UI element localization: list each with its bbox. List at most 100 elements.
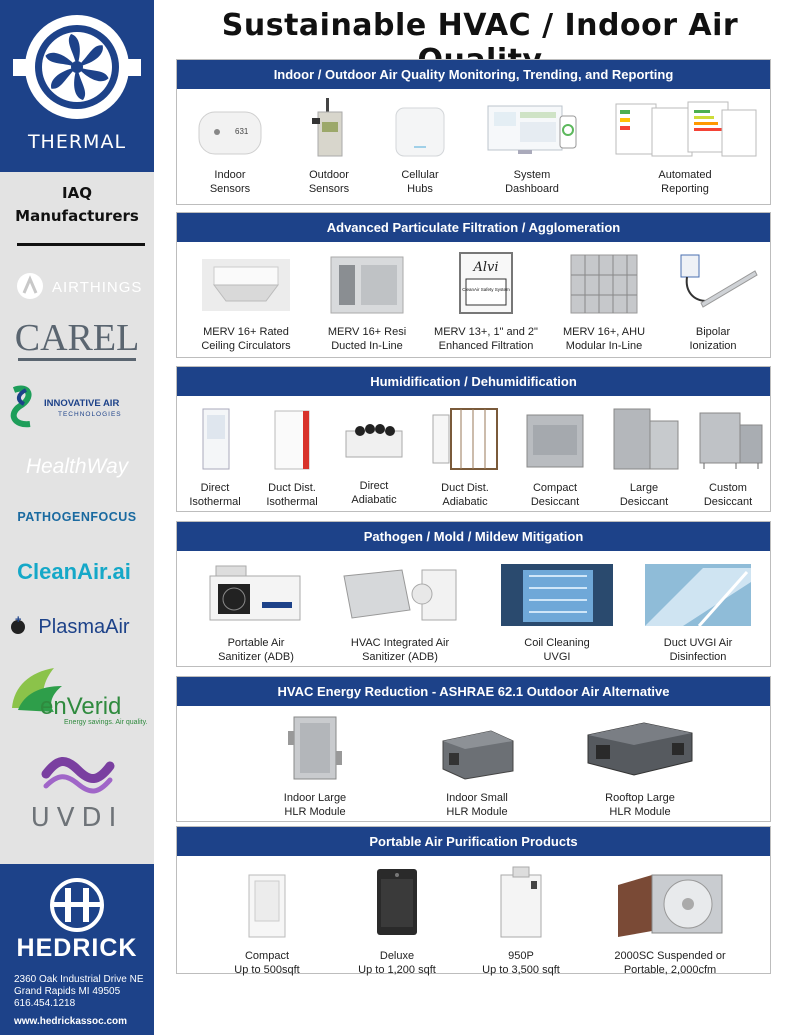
section-energy-reduction: HVAC Energy Reduction - ASHRAE 62.1 Outd… bbox=[176, 676, 771, 822]
indoor-small-hlr-icon bbox=[442, 730, 514, 780]
purifier-2000sc-icon bbox=[618, 874, 723, 937]
section-portable-purification: Portable Air Purification Products Compa… bbox=[176, 826, 771, 977]
indoor-sensor-icon: 631 bbox=[198, 111, 262, 155]
purifier-950p-icon bbox=[500, 866, 542, 938]
carel-logo: CAREL bbox=[0, 316, 154, 366]
section-title: Portable Air Purification Products bbox=[177, 827, 770, 856]
section-humidification: Humidification / Dehumidification Direct… bbox=[176, 366, 771, 512]
hedrick-name: HEDRICK bbox=[16, 934, 138, 962]
enhanced-filter-icon: Alvi CleanAir Safety System bbox=[459, 252, 513, 314]
duct-uvgi-icon bbox=[645, 564, 751, 627]
indoor-large-hlr-icon bbox=[288, 716, 342, 780]
custom-desiccant-icon bbox=[699, 412, 763, 469]
svg-text:INNOVATIVE AIR: INNOVATIVE AIR bbox=[44, 398, 119, 409]
coil-cleaning-uvgi-icon bbox=[501, 564, 613, 626]
compact-desiccant-icon bbox=[526, 414, 584, 468]
website-link[interactable]: www.hedrickassoc.com bbox=[14, 1016, 128, 1027]
deluxe-purifier-icon bbox=[377, 869, 417, 935]
section-title: Humidification / Dehumidification bbox=[177, 367, 770, 396]
section-title: Pathogen / Mold / Mildew Mitigation bbox=[177, 522, 770, 551]
svg-text:CleanAir Safety System: CleanAir Safety System bbox=[462, 287, 510, 292]
rooftop-large-hlr-icon bbox=[587, 722, 693, 776]
svg-text:HealthWay: HealthWay bbox=[26, 455, 130, 478]
section-title: Indoor / Outdoor Air Quality Monitoring,… bbox=[177, 60, 770, 89]
svg-text:CAREL: CAREL bbox=[15, 317, 140, 359]
hvac-sanitizer-icon bbox=[343, 569, 457, 621]
cellular-hub-icon bbox=[395, 107, 445, 157]
uvdi-logo: UVDI bbox=[0, 752, 154, 833]
healthway-logo: HealthWay bbox=[0, 452, 154, 480]
cleanair-ai-logo: CleanAir.ai bbox=[0, 556, 154, 586]
svg-text:CleanAir.ai: CleanAir.ai bbox=[17, 559, 131, 584]
sidebar: THERMAL IAQ Manufacturers AIRTHINGS CARE… bbox=[0, 0, 154, 1035]
hedrick-address: 2360 Oak Industrial Drive NE Grand Rapid… bbox=[14, 974, 144, 1009]
large-desiccant-icon bbox=[613, 408, 679, 470]
svg-text:+: + bbox=[15, 614, 21, 626]
enverid-logo: enVerid Energy savings. Air quality. bbox=[0, 664, 154, 728]
brand-thermal: THERMAL bbox=[27, 131, 127, 153]
product-duct-isothermal: Duct Dist.Isothermal bbox=[255, 405, 329, 509]
heading-divider bbox=[17, 243, 145, 246]
thermal-banner: THERMAL bbox=[0, 0, 154, 172]
hedrick-h-icon bbox=[50, 878, 104, 932]
svg-text:Alvi: Alvi bbox=[472, 260, 498, 275]
section-filtration: Advanced Particulate Filtration / Agglom… bbox=[176, 212, 771, 358]
bipolar-ionizer-icon bbox=[680, 254, 758, 308]
svg-text:PATHOGENFOCUS: PATHOGENFOCUS bbox=[17, 510, 136, 524]
innovative-air-logo: INNOVATIVE AIR TECHNOLOGIES bbox=[0, 384, 154, 430]
outdoor-sensor-icon bbox=[312, 98, 343, 157]
manufacturers-heading: IAQ Manufacturers bbox=[15, 184, 139, 225]
duct-adiabatic-icon bbox=[432, 408, 498, 470]
section-monitoring: Indoor / Outdoor Air Quality Monitoring,… bbox=[176, 59, 771, 205]
svg-text:UVDI: UVDI bbox=[31, 803, 124, 832]
product-duct-adiabatic: Duct Dist.Adiabatic bbox=[425, 405, 505, 509]
plasmaair-logo: + PlasmaAir bbox=[0, 610, 154, 642]
svg-text:631: 631 bbox=[235, 127, 249, 136]
pathogenfocus-logo: PATHOGENFOCUS bbox=[0, 504, 154, 528]
svg-text:enVerid: enVerid bbox=[40, 693, 121, 720]
svg-text:AIRTHINGS: AIRTHINGS bbox=[52, 279, 142, 296]
section-title: HVAC Energy Reduction - ASHRAE 62.1 Outd… bbox=[177, 677, 770, 706]
report-icon bbox=[615, 101, 757, 157]
svg-text:TECHNOLOGIES: TECHNOLOGIES bbox=[58, 411, 122, 418]
direct-isothermal-icon bbox=[202, 408, 230, 470]
fan-logo-icon bbox=[13, 15, 141, 119]
section-pathogen: Pathogen / Mold / Mildew Mitigation Port… bbox=[176, 521, 771, 667]
modular-inline-icon bbox=[570, 254, 638, 314]
hedrick-banner: HEDRICK 2360 Oak Industrial Drive NE Gra… bbox=[0, 864, 154, 1035]
ceiling-circulator-icon bbox=[202, 259, 290, 311]
airthings-logo: AIRTHINGS bbox=[0, 268, 154, 304]
section-title: Advanced Particulate Filtration / Agglom… bbox=[177, 213, 770, 242]
portable-sanitizer-icon bbox=[209, 565, 301, 621]
ducted-inline-icon bbox=[330, 256, 404, 314]
compact-purifier-icon bbox=[248, 874, 286, 938]
svg-text:Energy savings. Air quality.: Energy savings. Air quality. bbox=[64, 719, 148, 726]
svg-text:PlasmaAir: PlasmaAir bbox=[38, 616, 129, 638]
direct-adiabatic-icon bbox=[345, 424, 403, 458]
dashboard-icon bbox=[487, 105, 577, 154]
duct-isothermal-icon bbox=[274, 410, 310, 470]
